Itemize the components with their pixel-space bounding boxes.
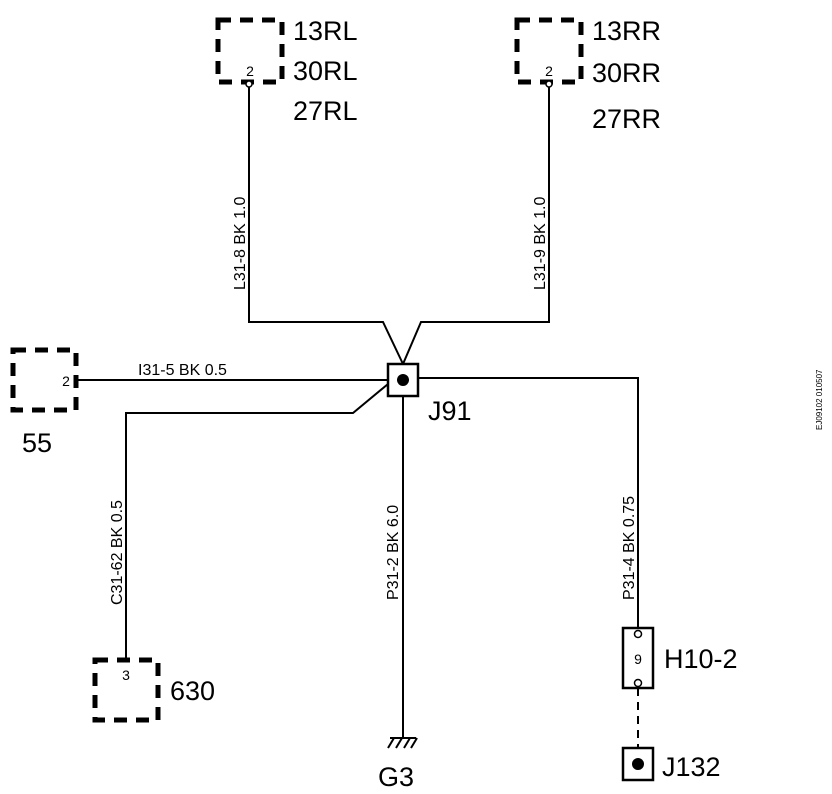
- wire-l31-9: [402, 82, 550, 365]
- diagram-code: EJ09102 010507: [815, 369, 824, 430]
- connector-h10-2[interactable]: 9: [621, 626, 655, 690]
- connector-rr-label-3: 27RR: [592, 104, 661, 134]
- splice-j91-dot: [397, 374, 409, 386]
- connector-rr-label-1: 13RR: [592, 16, 661, 46]
- wire-label-l31-9: L31-9 BK 1.0: [532, 197, 549, 291]
- wire-label-p31-2: P31-2 BK 6.0: [385, 505, 402, 600]
- splice-j91[interactable]: [386, 362, 420, 398]
- wire-label-c31-62: C31-62 BK 0.5: [109, 500, 126, 605]
- connector-h10-2-terminal-bottom: [633, 678, 643, 688]
- connector-rl-pin: 2: [246, 63, 254, 79]
- splice-j91-label: J91: [428, 396, 472, 426]
- connector-630-label: 630: [170, 676, 215, 706]
- wire-label-i31-5: I31-5 BK 0.5: [138, 362, 227, 379]
- wire-l31-9-terminal: [545, 80, 553, 88]
- splice-j91-box: [386, 362, 420, 398]
- connector-55-label: 55: [22, 428, 52, 458]
- wires: [76, 80, 639, 748]
- connector-h10-2-terminal-top: [633, 629, 643, 639]
- wire-l31-8: [248, 82, 404, 365]
- connector-rl-label-3: 27RL: [293, 96, 358, 126]
- wire-l31-8-terminal: [245, 80, 253, 88]
- connector-h10-2-label: H10-2: [664, 644, 738, 674]
- connector-55[interactable]: 2: [10, 347, 79, 413]
- wire-label-l31-8: L31-8 BK 1.0: [232, 197, 249, 291]
- connector-rl-label-1: 13RL: [293, 16, 358, 46]
- splice-j132[interactable]: [621, 746, 655, 782]
- connector-rr-label-2: 30RR: [592, 58, 661, 88]
- ground-hatch-1: [387, 737, 395, 749]
- splice-j132-dot: [632, 758, 644, 770]
- wire-p31-4: [418, 377, 639, 628]
- splice-j132-label: J132: [662, 752, 721, 782]
- ground-label: G3: [378, 762, 414, 792]
- wire-c31-62: [125, 383, 389, 660]
- connector-630[interactable]: 3: [92, 657, 161, 723]
- ground-hatch-4: [410, 737, 418, 749]
- wire-label-p31-4: P31-4 BK 0.75: [621, 496, 638, 600]
- ground-g3: [387, 737, 418, 749]
- connector-630-pin: 3: [122, 667, 130, 683]
- ground-hatch-2: [395, 737, 403, 749]
- ground-hatch-3: [403, 737, 411, 749]
- connector-rr-pin: 2: [545, 63, 553, 79]
- connector-55-pin: 2: [62, 373, 70, 389]
- connector-rl-label-2: 30RL: [293, 56, 358, 86]
- connector-rl[interactable]: 2: [215, 17, 285, 85]
- connector-rr[interactable]: 2: [514, 17, 584, 85]
- connector-h10-2-pin: 9: [634, 651, 642, 667]
